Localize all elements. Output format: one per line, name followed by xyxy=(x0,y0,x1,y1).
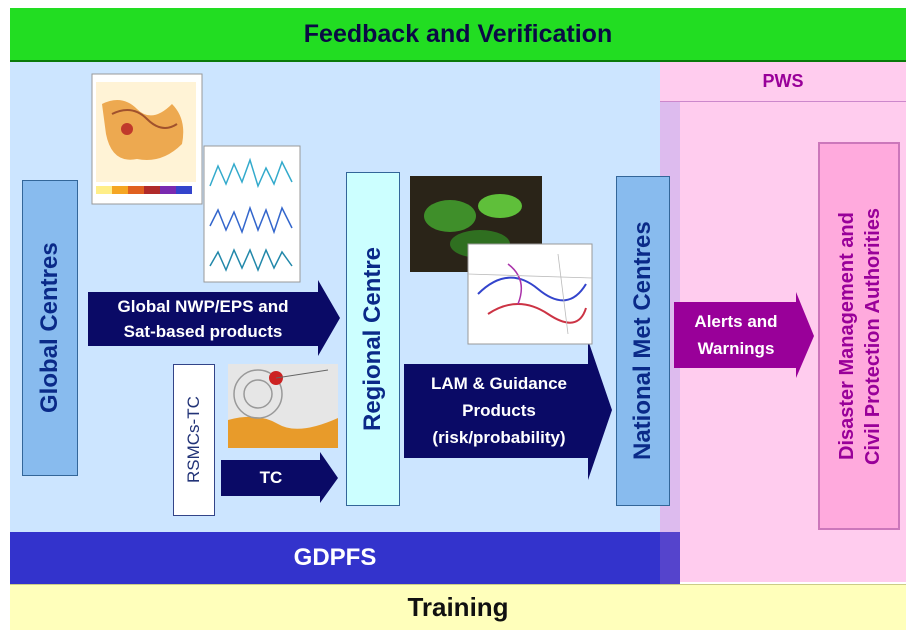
global-nwp-line1: Global NWP/EPS and xyxy=(117,297,289,316)
alerts-line1: Alerts and xyxy=(694,312,778,331)
lam-arrow-shape xyxy=(404,340,612,480)
alerts-arrow-text: Alerts and Warnings xyxy=(676,308,796,366)
global-nwp-arrow-text: Global NWP/EPS and Sat-based products xyxy=(90,294,316,346)
alerts-line2: Warnings xyxy=(697,339,775,358)
pws-banner: PWS xyxy=(660,62,906,102)
eps-plume-thumbnail xyxy=(203,145,301,283)
tc-arrow-shape xyxy=(221,452,338,503)
global-nwp-line2: Sat-based products xyxy=(123,322,283,341)
gdpfs-banner: GDPFS xyxy=(10,532,660,584)
tc-arrow-text: TC xyxy=(221,460,321,496)
feedback-verification-banner: Feedback and Verification xyxy=(10,8,906,62)
training-banner: Training xyxy=(10,584,906,630)
cyclone-track-thumbnail xyxy=(228,364,338,448)
lam-line1: LAM & Guidance xyxy=(430,374,567,393)
gdpfs-label: GDPFS xyxy=(293,544,377,571)
weather-chart-thumbnail xyxy=(467,243,593,345)
global-nwp-arrow-shape xyxy=(88,280,340,356)
training-label: Training xyxy=(407,592,509,622)
gdpfs-band-edge xyxy=(660,532,680,584)
tc-label: TC xyxy=(259,468,283,487)
nwp-map-thumbnail xyxy=(91,73,203,205)
lam-line2: Products xyxy=(462,401,536,420)
pws-label: PWS xyxy=(762,71,804,91)
alerts-arrow-shape xyxy=(674,292,814,378)
lam-arrow-text: LAM & Guidance Products (risk/probabilit… xyxy=(404,370,594,456)
feedback-verification-label: Feedback and Verification xyxy=(303,19,613,48)
lam-line3: (risk/probability) xyxy=(432,428,566,447)
disaster-management-box: Disaster Management and Civil Protection… xyxy=(818,142,900,530)
